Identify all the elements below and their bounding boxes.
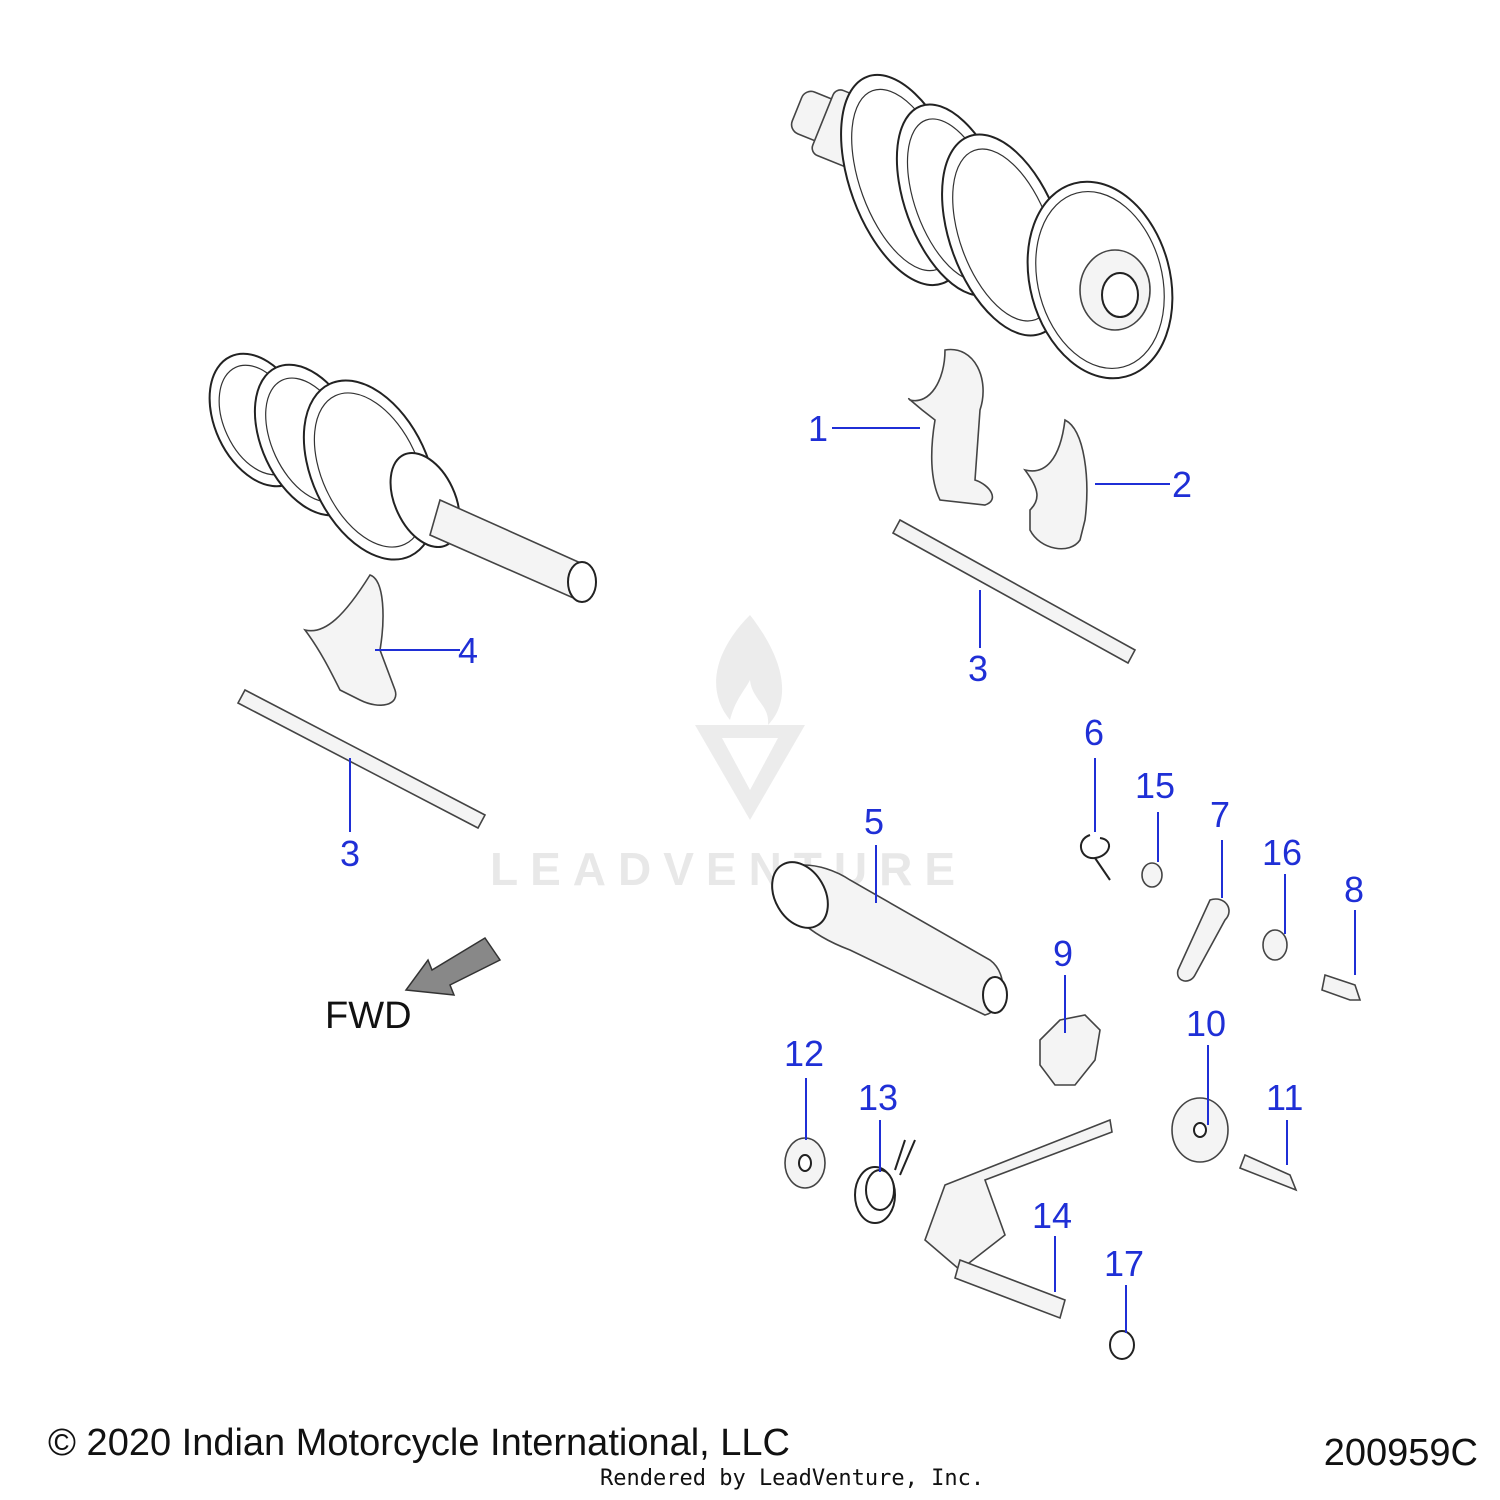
callout-numbers: 1 2 3 4 3 5 6 15 7 16 8 9 10 11 12 13 14… xyxy=(340,408,1364,1284)
circlip-17 xyxy=(1109,1330,1135,1360)
callout-1: 1 xyxy=(808,408,828,449)
callout-12: 12 xyxy=(784,1033,824,1074)
forward-arrow-icon xyxy=(404,936,502,996)
bolt-8 xyxy=(1321,973,1362,1001)
output-shaft-gear-cluster xyxy=(790,73,1174,380)
forward-direction-indicator: FWD xyxy=(325,936,502,1037)
input-shaft-gear-cluster xyxy=(208,352,597,603)
shift-shaft-14 xyxy=(924,1118,1113,1320)
diagram-code: 200959C xyxy=(1323,1432,1478,1474)
callout-16: 16 xyxy=(1262,832,1302,873)
callout-leaders xyxy=(349,427,1356,1333)
washer-16 xyxy=(1262,929,1288,961)
watermark-text: LEADVENTURE xyxy=(490,843,967,895)
callout-14: 14 xyxy=(1032,1195,1072,1236)
star-cam-9 xyxy=(1039,1014,1101,1086)
callout-9: 9 xyxy=(1053,933,1073,974)
callout-4: 4 xyxy=(458,630,478,671)
callout-2: 2 xyxy=(1172,464,1192,505)
callout-3-upper: 3 xyxy=(968,648,988,689)
shift-fork-4 xyxy=(303,574,397,706)
spring-6 xyxy=(1080,834,1111,881)
callout-3-lower: 3 xyxy=(340,833,360,874)
shift-rod-upper xyxy=(891,518,1137,665)
shift-fork-1 xyxy=(908,348,994,506)
fwd-label: FWD xyxy=(325,995,412,1037)
bolt-11 xyxy=(1238,1153,1298,1192)
watermark-flame-icon xyxy=(716,615,783,725)
rendered-by-credit: Rendered by LeadVenture, Inc. xyxy=(600,1466,985,1491)
shift-fork-2 xyxy=(1023,418,1088,550)
stopper-lever-7 xyxy=(1176,898,1230,982)
callout-6: 6 xyxy=(1084,712,1104,753)
callout-15: 15 xyxy=(1135,765,1175,806)
shift-rod-lower xyxy=(236,688,487,830)
washer-15 xyxy=(1141,862,1163,888)
callout-7: 7 xyxy=(1210,794,1230,835)
copyright-notice: © 2020 Indian Motorcycle International, … xyxy=(48,1422,790,1464)
callout-8: 8 xyxy=(1344,869,1364,910)
callout-13: 13 xyxy=(858,1077,898,1118)
callout-11: 11 xyxy=(1266,1077,1303,1118)
callout-10: 10 xyxy=(1186,1003,1226,1044)
callout-5: 5 xyxy=(864,801,884,842)
watermark-v-logo-icon xyxy=(695,725,805,820)
shift-drum-5 xyxy=(771,861,1008,1016)
callout-17: 17 xyxy=(1104,1243,1144,1284)
watermark: LEADVENTURE xyxy=(490,615,967,895)
torsion-spring-13 xyxy=(854,1139,916,1224)
